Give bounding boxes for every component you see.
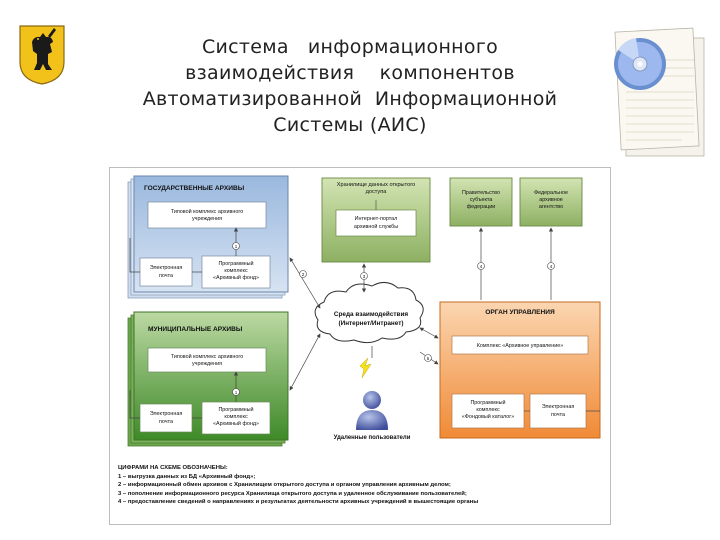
state-software-label: комплекс bbox=[224, 268, 248, 274]
federal-agency-block: Федеральное архивное агентство bbox=[519, 177, 583, 227]
state-archives-block: ГОСУДАРСТВЕННЫЕ АРХИВЫ Типовой комплекс … bbox=[127, 175, 289, 299]
state-typical-complex-label: Типовой комплекс архивного bbox=[171, 208, 243, 215]
marker-2: 2 bbox=[302, 272, 305, 277]
state-software-label: «Архивный фонд» bbox=[213, 274, 259, 281]
marker-1: 1 bbox=[235, 390, 238, 395]
management-software-label: комплекс bbox=[476, 407, 500, 413]
municipal-archives-block: МУНИЦИПАЛЬНЫЕ АРХИВЫ Типовой комплекс ар… bbox=[127, 311, 289, 447]
title-line: Автоматизированной Информационной bbox=[142, 88, 558, 110]
connector-markers: 2 3 4 4 5 bbox=[299, 262, 555, 362]
legend-item: 1 – выгрузка данных из БД «Архивный фонд… bbox=[118, 473, 256, 480]
legend-header: ЦИФРАМИ НА СХЕМЕ ОБОЗНАЧЕНЫ: bbox=[118, 465, 228, 471]
marker-4: 4 bbox=[480, 264, 483, 269]
lightning-icon bbox=[359, 357, 372, 379]
marker-1: 1 bbox=[235, 244, 238, 249]
title-line: взаимодействия компонентов bbox=[185, 62, 515, 84]
legend-item: 3 – пополнение информационного ресурса Х… bbox=[118, 490, 467, 497]
documents-cd-icon bbox=[614, 27, 705, 157]
legend-item: 4 – предоставление сведений о направлени… bbox=[118, 499, 479, 506]
management-block: ОРГАН УПРАВЛЕНИЯ Комплекс «Архивное упра… bbox=[439, 301, 601, 439]
remote-users-label: Удаленные пользователи bbox=[334, 435, 411, 441]
diagram-legend: ЦИФРАМИ НА СХЕМЕ ОБОЗНАЧЕНЫ: 1 – выгрузк… bbox=[118, 464, 604, 507]
state-software-label: Программный bbox=[218, 260, 253, 267]
title-line: Системы (АИС) bbox=[273, 114, 427, 136]
cloud-label: (Интернет/Интранет) bbox=[338, 320, 403, 327]
federal-agency-label: архивное bbox=[539, 197, 562, 203]
municipal-typical-complex-label: учреждения bbox=[192, 361, 222, 367]
network-cloud: Среда взаимодействия (Интернет/Интранет) bbox=[314, 282, 424, 344]
title-line: Система информационного bbox=[201, 36, 499, 58]
municipal-software-label: Программный bbox=[218, 406, 253, 413]
slide-title: Система информационного взаимодействия к… bbox=[110, 34, 590, 138]
government-label: федерации bbox=[467, 204, 496, 210]
management-email-label: Электронная bbox=[542, 404, 575, 410]
federal-agency-label: агентство bbox=[539, 204, 563, 210]
municipal-software-label: «Архивный фонд» bbox=[213, 420, 259, 427]
remote-users: Удаленные пользователи bbox=[334, 357, 411, 441]
municipal-software-label: комплекс bbox=[224, 414, 248, 420]
government-label: Правительство bbox=[462, 190, 500, 196]
management-software-label: «Фондовый каталог» bbox=[462, 413, 514, 420]
government-label: субъекта bbox=[470, 197, 493, 203]
open-storage-title: Хранилище данных открытого bbox=[337, 182, 415, 188]
portal-label: Интернет-портал bbox=[355, 216, 398, 222]
state-typical-complex-label: учреждения bbox=[192, 216, 222, 222]
diagram-canvas: ГОСУДАРСТВЕННЫЕ АРХИВЫ Типовой комплекс … bbox=[127, 175, 601, 447]
marker-3: 3 bbox=[363, 274, 366, 279]
municipal-email-label: почта bbox=[159, 419, 173, 425]
state-archives-title: ГОСУДАРСТВЕННЫЕ АРХИВЫ bbox=[144, 185, 245, 192]
marker-4: 4 bbox=[550, 264, 553, 269]
municipal-archives-title: МУНИЦИПАЛЬНЫЕ АРХИВЫ bbox=[148, 326, 243, 333]
ais-diagram: ГОСУДАРСТВЕННЫЕ АРХИВЫ Типовой комплекс … bbox=[109, 167, 611, 525]
coat-of-arms-icon bbox=[19, 25, 65, 85]
state-email-label: Электронная bbox=[150, 265, 183, 271]
open-storage-block: Хранилище данных открытого доступа Интер… bbox=[321, 177, 431, 263]
open-storage-title: доступа bbox=[366, 189, 388, 195]
management-email-label: почта bbox=[551, 412, 565, 418]
management-title: ОРГАН УПРАВЛЕНИЯ bbox=[485, 309, 555, 316]
marker-5: 5 bbox=[427, 356, 430, 361]
user-icon bbox=[363, 391, 381, 409]
management-complex-label: Комплекс «Архивное управление» bbox=[477, 343, 564, 349]
municipal-typical-complex-label: Типовой комплекс архивного bbox=[171, 353, 243, 360]
government-block: Правительство субъекта федерации bbox=[449, 177, 513, 227]
state-email-label: почта bbox=[159, 273, 173, 279]
legend-item: 2 – информационный обмен архивов с Храни… bbox=[118, 482, 451, 489]
municipal-email-label: Электронная bbox=[150, 411, 183, 417]
portal-label: архивной службы bbox=[354, 223, 398, 230]
management-software-label: Программный bbox=[470, 399, 505, 406]
federal-agency-label: Федеральное bbox=[534, 190, 568, 196]
cloud-label: Среда взаимодействия bbox=[334, 310, 409, 318]
